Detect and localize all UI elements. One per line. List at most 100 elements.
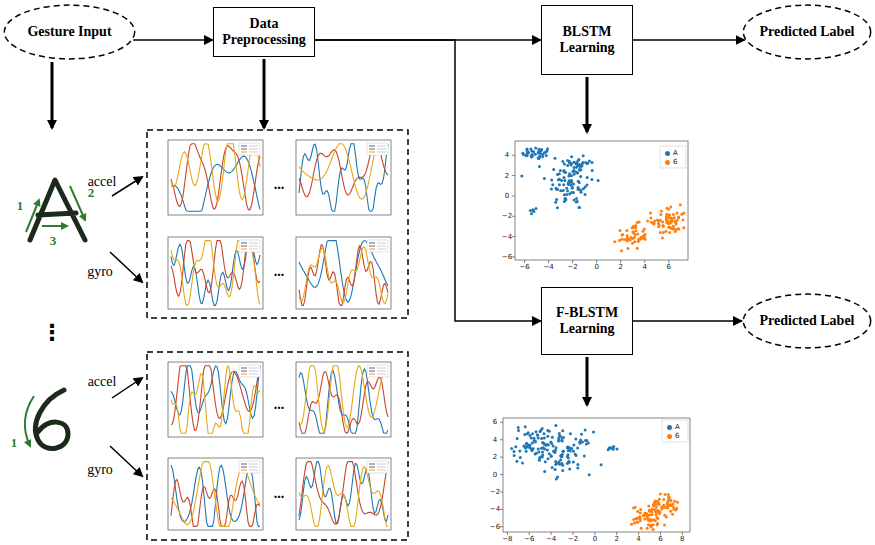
scatter-point [663, 523, 666, 526]
axis-tick-label: −4 [543, 264, 553, 271]
scatter-point [526, 148, 529, 151]
scatter-point [665, 213, 668, 216]
scatter-point [682, 218, 685, 221]
scatter-point [636, 521, 639, 524]
scatter-point [572, 450, 575, 453]
axis-tick-label: −4 [502, 233, 512, 240]
plot-legend-line [369, 464, 375, 465]
axis-tick-label: 4 [643, 264, 647, 271]
scatter-point [650, 525, 653, 528]
scatter-point [666, 213, 669, 216]
plot-legend-line [241, 243, 247, 244]
node-label: BLSTM Learning [542, 24, 632, 56]
plot-legend-frame [239, 461, 260, 473]
scatter-point [629, 236, 632, 239]
scatter-point [637, 238, 640, 241]
scatter-point [538, 165, 541, 168]
axis-tick [512, 195, 515, 196]
scatter-point [568, 179, 571, 182]
scatter-point [670, 217, 673, 220]
scatter-point [571, 170, 574, 173]
scatter-point [551, 436, 554, 439]
legend-entry: A [665, 149, 678, 157]
scatter-point [525, 442, 528, 445]
scatter-point [652, 222, 655, 225]
signal-curve [171, 144, 260, 210]
scatter-point [586, 176, 589, 179]
scatter-point [652, 222, 655, 225]
legend-text: A [673, 149, 678, 157]
axis-tick-label: −2 [568, 536, 578, 543]
scatter-point [663, 506, 666, 509]
scatter-point [576, 463, 579, 466]
signal-curve [171, 144, 260, 201]
scatter-point [558, 439, 561, 442]
terminal-ellipse: Predicted Label [742, 4, 872, 60]
scatter-point [569, 450, 572, 453]
scatter-point [541, 427, 544, 430]
scatter-point [674, 229, 677, 232]
ellipse-outline-shape [4, 5, 134, 59]
scatter-point [568, 193, 571, 196]
scatter-point [632, 225, 635, 228]
scatter-point [541, 441, 544, 444]
plot-legend-line [369, 470, 375, 471]
legend-text: 6 [673, 158, 677, 166]
scatter-point [682, 226, 685, 229]
scatter-point [534, 153, 537, 156]
scatter-point [655, 506, 658, 509]
scatter-point [569, 432, 572, 435]
scatter-point [559, 454, 562, 457]
scatter-point [537, 148, 540, 151]
signal-curve [171, 462, 260, 527]
scatter-point [632, 507, 635, 510]
scatter-point [662, 225, 665, 228]
plot-legend-text-mark [377, 374, 386, 375]
plot-legend-line [369, 368, 375, 369]
scatter-point [551, 466, 554, 469]
scatter-point [552, 168, 555, 171]
scatter-point [582, 154, 585, 157]
scatter-point [674, 220, 677, 223]
scatter-point [667, 208, 670, 211]
scatter-point [535, 207, 538, 210]
scatter-point [525, 154, 528, 157]
scatter-point [562, 183, 565, 186]
dashed-group [147, 352, 408, 540]
scatter-point [562, 189, 565, 192]
axis-tick-label: 4 [493, 436, 497, 443]
node-label: Data Preprocessing [214, 16, 314, 48]
signal-curve [299, 247, 388, 304]
scatter-point [554, 424, 557, 427]
scatter-point [572, 443, 575, 446]
scatter-point [551, 183, 554, 186]
scatter-point [565, 187, 568, 190]
axis-tick-label: 6 [667, 264, 671, 271]
scatter-point [547, 443, 550, 446]
scatter-point [567, 461, 570, 464]
scatter-point [666, 505, 669, 508]
down-arrow [263, 59, 266, 128]
plot-legend-line [241, 470, 247, 471]
scatter-point [578, 206, 581, 209]
scatter-point [672, 505, 675, 508]
plot-legend-line [369, 249, 375, 250]
scatter-point [568, 467, 571, 470]
scatter-point [584, 193, 587, 196]
scatter-point [540, 437, 543, 440]
axis-tick [500, 457, 503, 458]
scatter-point [546, 429, 549, 432]
plot-legend-frame [367, 461, 388, 473]
scatter-point [516, 437, 519, 440]
scatter-point [558, 463, 561, 466]
scatter-point [561, 450, 564, 453]
scatter-point [540, 447, 543, 450]
plot-legend-text-mark [249, 249, 258, 250]
scatter-point [563, 200, 566, 203]
process-box: BLSTM Learning [541, 5, 633, 75]
axis-tick [512, 256, 515, 257]
scatter-point [550, 455, 553, 458]
stroke-arrow [42, 225, 67, 227]
plot-legend-text-mark [377, 368, 386, 369]
